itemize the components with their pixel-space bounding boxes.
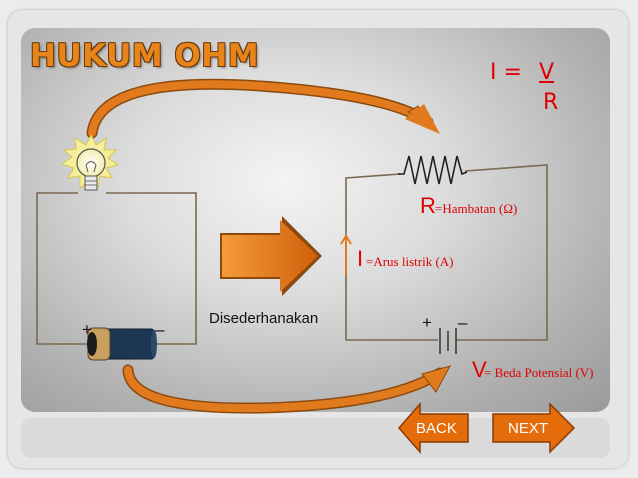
back-button-label: BACK: [416, 420, 457, 437]
back-arrow-icon: [398, 402, 469, 454]
formula-denominator: R: [543, 90, 559, 115]
resistance-note: =Hambatan (Ω): [435, 201, 518, 216]
next-arrow-icon: [492, 402, 576, 454]
voltage-symbol: V: [472, 357, 487, 382]
right-plus-sign: +: [422, 313, 432, 332]
resistance-symbol: R: [420, 193, 436, 218]
right-minus-sign: –: [458, 313, 468, 332]
light-bulb-icon: [60, 133, 120, 191]
left-circuit-wires: [36, 192, 197, 345]
battery-icon: [87, 327, 157, 361]
left-minus-sign: –: [155, 320, 165, 339]
formula-numerator: V: [539, 60, 555, 85]
current-symbol: I: [357, 246, 364, 271]
next-button-label: NEXT: [508, 420, 549, 437]
top-curved-arrow: [86, 78, 440, 139]
bottom-curved-arrow: [122, 364, 452, 414]
voltage-note: = Beda Potensial (V): [484, 365, 594, 380]
formula-lhs: I =: [490, 60, 522, 85]
current-arrow-icon: [340, 234, 352, 275]
back-button[interactable]: BACK: [398, 402, 470, 454]
current-note: =Arus listrik (A): [366, 254, 454, 269]
slide-title: HUKUM OHM: [30, 38, 260, 74]
resistor-icon: [398, 155, 468, 185]
left-plus-sign: +: [82, 320, 92, 339]
right-circuit-wires: [345, 164, 548, 341]
simplify-label: Disederhanakan: [209, 310, 319, 327]
next-button[interactable]: NEXT: [492, 402, 576, 454]
simplify-arrow-icon: [220, 216, 322, 296]
battery-symbol: [439, 328, 457, 354]
